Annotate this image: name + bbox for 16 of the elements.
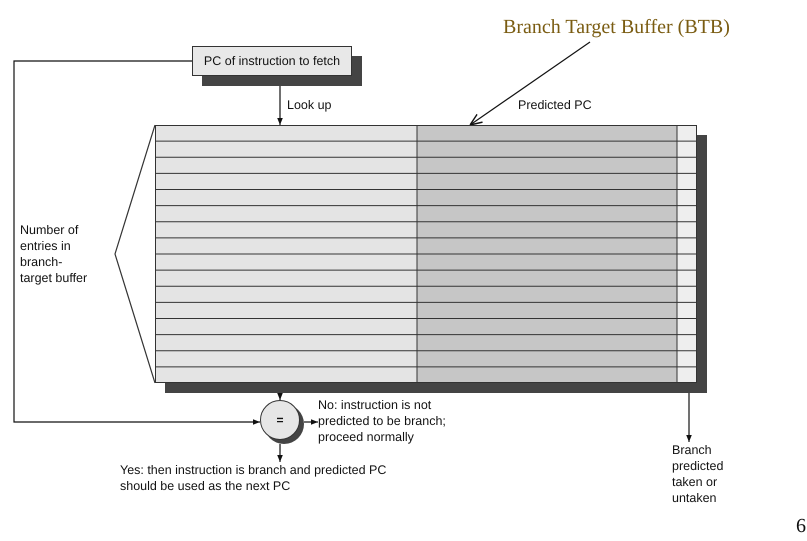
- annotation-text: Number of entries in branch-target buffer: [20, 222, 88, 286]
- outcome-note: Yes: then instruction is branch and predicted PC should be used as the next PC: [120, 462, 420, 496]
- outcome-note: No: instruction is not predicted to be branch; proceed normally: [318, 397, 478, 447]
- arrow: [686, 393, 692, 442]
- arrow: [304, 419, 318, 425]
- column-heading: Predicted PC: [518, 97, 592, 113]
- arrow: [277, 444, 283, 462]
- arrow: [13, 60, 260, 425]
- buffer-title: Branch Target Buffer (BTB): [503, 12, 803, 42]
- page-number: 6: [796, 514, 806, 538]
- arrow: [469, 42, 590, 126]
- edge-label: Look up: [287, 98, 332, 113]
- buffer-table-drawing: [155, 125, 707, 393]
- outcome-note: Branch predicted taken or untaken: [672, 442, 752, 506]
- arrow: [277, 86, 283, 125]
- arrow: [277, 393, 283, 400]
